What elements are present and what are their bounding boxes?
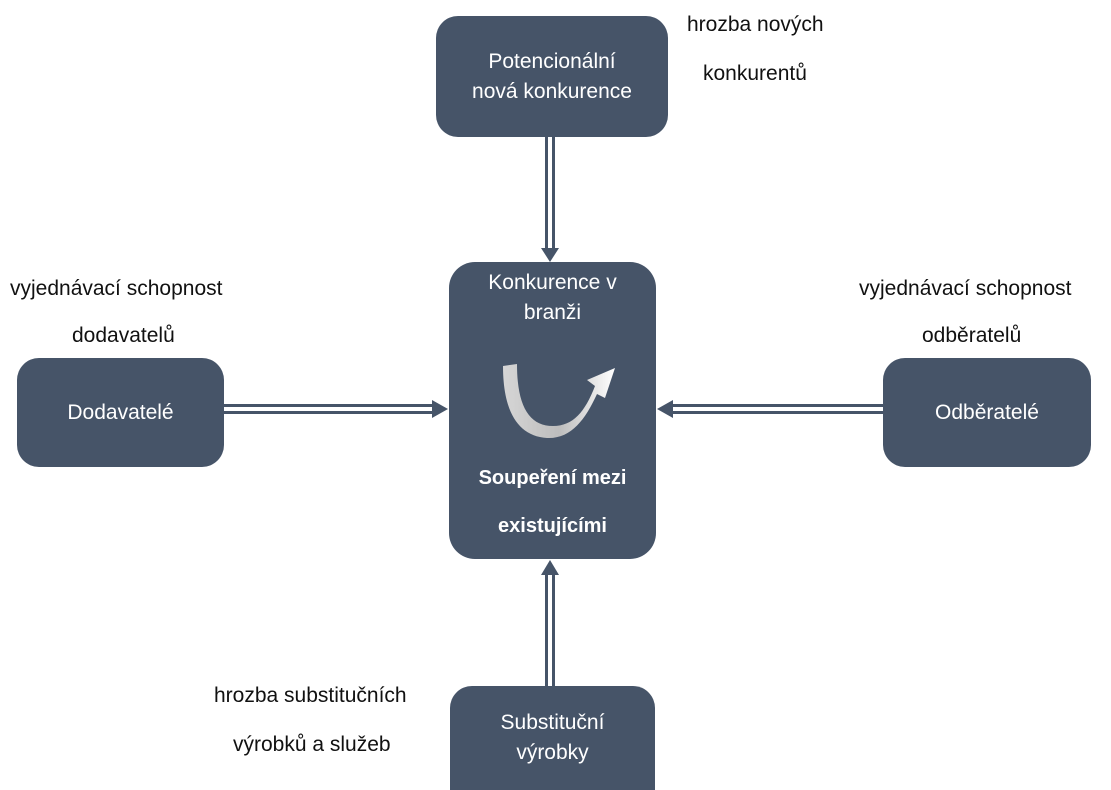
box-bottom-line-1: Substituční: [500, 711, 605, 734]
arrow-new-entrants: [541, 137, 559, 262]
center-title-line-1: Konkurence v: [488, 271, 617, 294]
rivalry-line-1: Soupeření mezi: [478, 467, 627, 489]
buyers-box: Odběratelé: [883, 358, 1091, 467]
rivalry-label: Soupeření mezi existujícími: [449, 454, 656, 550]
center-title-line-2: branži: [523, 301, 582, 324]
arrow-buyers: [657, 400, 883, 418]
arrow-suppliers: [224, 400, 448, 418]
box-left-label: Dodavatelé: [67, 400, 174, 424]
potential-entrants-box: Potencionální nová konkurence: [436, 16, 668, 137]
box-bottom-line-2: výrobky: [516, 741, 589, 764]
label-buyers-line-1: vyjednávací schopnost: [859, 277, 1072, 300]
label-new-entrants-line-1: hrozba nových: [687, 13, 824, 36]
label-substitutes-line-1: hrozba substitučních: [214, 684, 407, 707]
box-top-line-2: nová konkurence: [472, 79, 632, 103]
label-buyers-line-2: odběratelů: [922, 324, 1022, 347]
box-top-line-1: Potencionální: [488, 49, 616, 73]
substitutes-box: Substituční výrobky: [450, 686, 655, 790]
label-new-entrants-line-2: konkurentů: [703, 62, 807, 85]
label-substitutes-line-2: výrobků a služeb: [233, 733, 391, 756]
curved-arrow-icon: [503, 364, 615, 439]
arrow-substitutes: [541, 560, 559, 686]
suppliers-box: Dodavatelé: [17, 358, 224, 467]
industry-competition-box: Konkurence v branži Soupeření mezi exist…: [449, 262, 656, 559]
label-suppliers-line-1: vyjednávací schopnost: [10, 277, 223, 300]
label-suppliers-line-2: dodavatelů: [72, 324, 175, 347]
rivalry-line-2: existujícími: [498, 515, 607, 537]
box-right-label: Odběratelé: [935, 400, 1039, 424]
